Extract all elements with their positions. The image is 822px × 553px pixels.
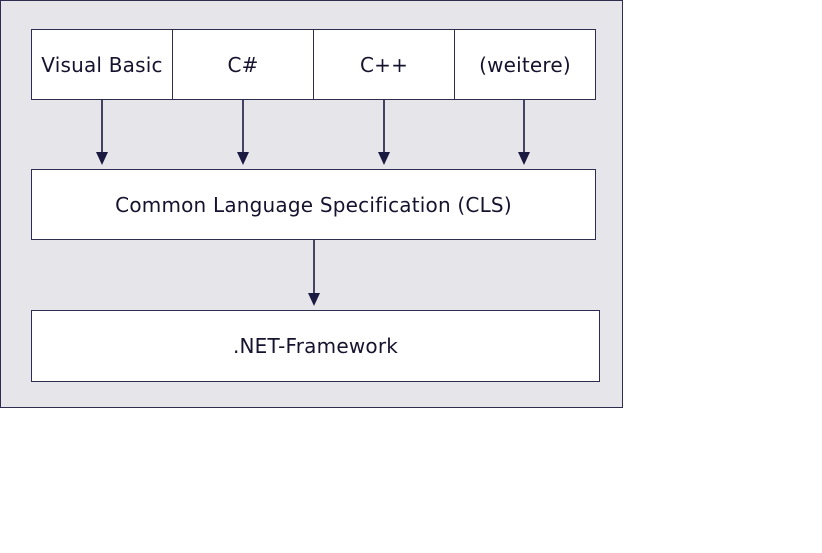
arrow-visual-basic-to-cls [96, 100, 108, 165]
language-box-cpp: C++ [313, 29, 455, 100]
language-label: (weitere) [479, 52, 571, 77]
cls-box: Common Language Specification (CLS) [31, 169, 596, 240]
framework-label: .NET-Framework [232, 334, 399, 358]
arrow-cls-to-framework [308, 240, 320, 306]
language-box-others: (weitere) [454, 29, 596, 100]
cls-label: Common Language Specification (CLS) [115, 192, 512, 217]
arrow-csharp-to-cls [237, 100, 249, 165]
language-label: Visual Basic [41, 52, 163, 77]
language-label: C# [227, 52, 259, 77]
connector-arrows [96, 100, 530, 306]
language-label: C++ [359, 52, 409, 77]
arrow-cpp-to-cls [378, 100, 390, 165]
framework-box: .NET-Framework [31, 310, 600, 382]
arrow-others-to-cls [518, 100, 530, 165]
language-box-visual-basic: Visual Basic [31, 29, 173, 100]
language-box-csharp: C# [172, 29, 314, 100]
diagram-frame: Visual Basic C# C++ (weitere) Co [0, 0, 623, 408]
